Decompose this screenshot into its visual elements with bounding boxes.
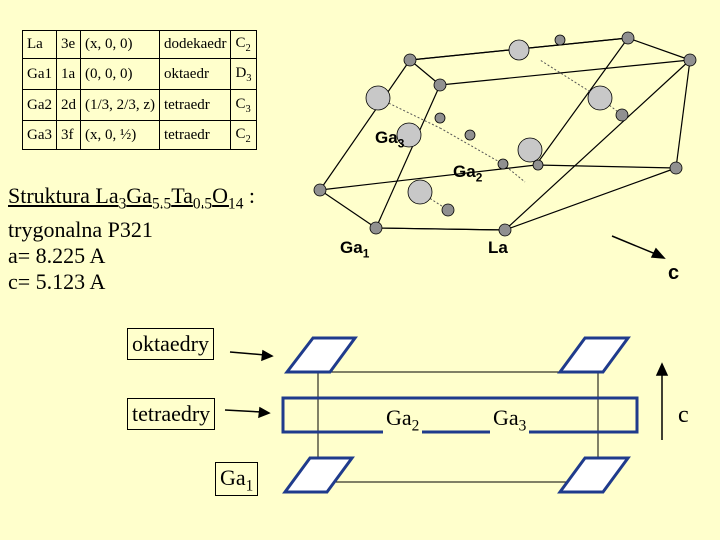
tetrahedra-layer — [281, 396, 639, 434]
site-cell: Ga2 — [22, 89, 57, 121]
site-cell: (x, 0, ½) — [80, 120, 160, 150]
site-cell: 3f — [56, 120, 81, 150]
atom — [434, 112, 446, 124]
octahedron-bottom-right — [557, 456, 631, 494]
atom — [615, 108, 629, 122]
atom — [369, 221, 383, 235]
site-symmetry: D3 — [230, 58, 257, 90]
atom — [433, 78, 447, 92]
crystal-label-ga3: Ga3 — [375, 128, 405, 151]
site-cell: 3e — [56, 30, 81, 59]
atom — [365, 85, 391, 111]
atom — [497, 158, 509, 170]
atom — [313, 183, 327, 197]
c-axis-label-lower: c — [678, 402, 689, 428]
ga1-label: Ga1 — [215, 462, 259, 496]
site-cell: (1/3, 2/3, z) — [80, 89, 160, 121]
atom — [532, 159, 544, 171]
site-symmetry: C2 — [230, 30, 257, 59]
atom — [464, 129, 476, 141]
ga2-label: Ga2 — [383, 405, 423, 436]
site-cell: dodekaedr — [158, 30, 232, 59]
unit-cell — [319, 37, 691, 231]
c-axis-arrow-lower — [655, 362, 669, 440]
oktaedry-label: oktaedry — [127, 328, 214, 360]
c-axis-label-upper: c — [668, 262, 680, 284]
site-cell: Ga1 — [22, 58, 57, 90]
structure-info: Struktura La3Ga5.5Ta0.5O14 : trygonalna … — [8, 183, 255, 295]
atom — [498, 223, 512, 237]
atom — [396, 122, 422, 148]
atom — [441, 203, 455, 217]
atom — [621, 31, 635, 45]
crystal-label-ga1: Ga1 — [340, 238, 370, 261]
crystal-label-ga2: Ga2 — [453, 162, 483, 185]
atom — [669, 161, 683, 175]
atom — [587, 85, 613, 111]
octahedron-top-left — [283, 336, 358, 374]
tetraedry-label: tetraedry — [127, 398, 216, 430]
lattice-c: c= 5.123 A — [8, 269, 106, 295]
space-group: trygonalna P321 — [8, 217, 153, 243]
site-cell: (0, 0, 0) — [80, 58, 160, 90]
site-symmetry: C2 — [230, 120, 257, 150]
site-cell: La — [22, 30, 57, 59]
atom — [517, 137, 543, 163]
atom — [508, 39, 530, 61]
lattice-a: a= 8.225 A — [8, 243, 106, 269]
atoms — [313, 31, 697, 237]
site-cell: tetraedr — [158, 120, 232, 150]
atom — [403, 53, 417, 67]
polyhedra-panel — [224, 336, 669, 494]
atom — [407, 179, 433, 205]
octahedron-top-right — [557, 336, 631, 374]
atom — [554, 34, 566, 46]
structure-formula: Struktura La3Ga5.5Ta0.5O14 : — [8, 183, 256, 213]
crystal-label-la: La — [488, 238, 508, 257]
ga3-label: Ga3 — [490, 405, 530, 436]
atom — [683, 53, 697, 67]
octahedron-bottom-left — [282, 456, 355, 494]
site-cell: 1a — [56, 58, 81, 90]
c-axis-arrow-upper — [611, 235, 666, 259]
